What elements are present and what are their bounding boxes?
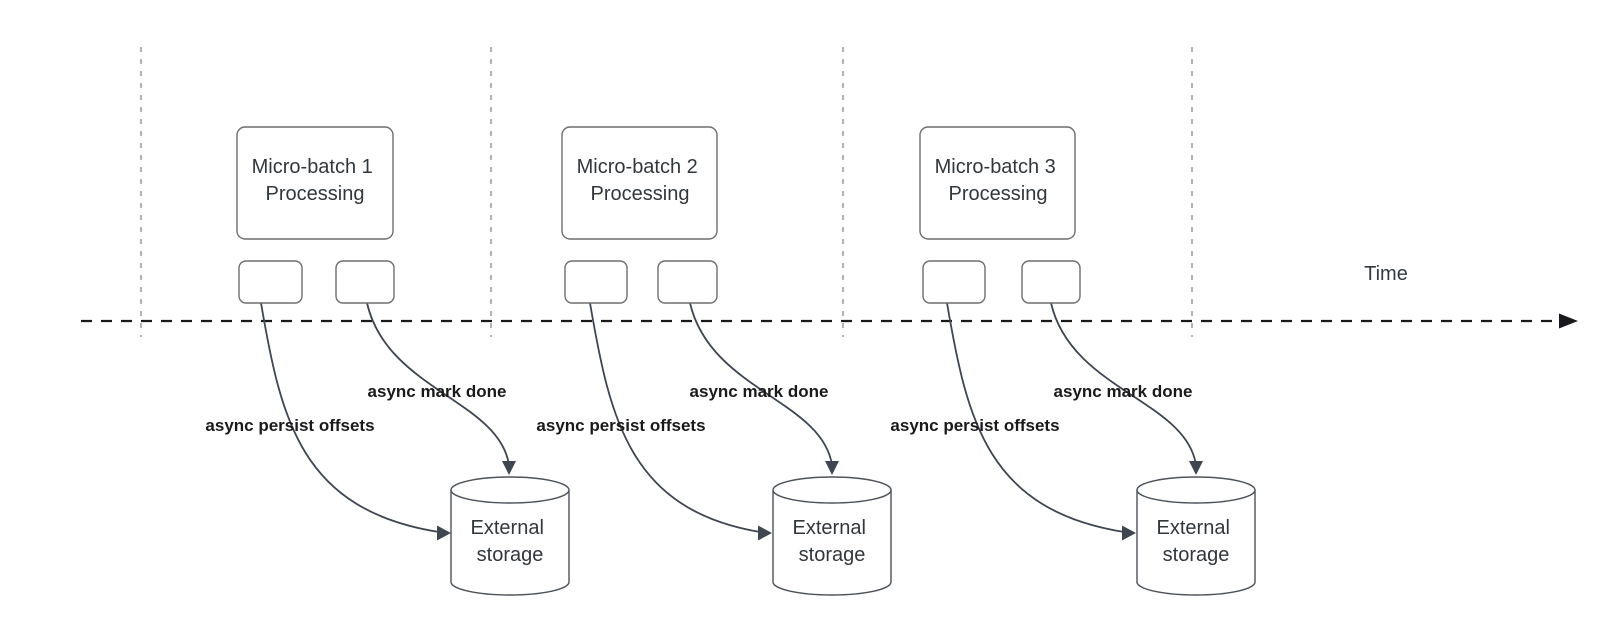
storage-cylinder-body [450, 490, 570, 596]
processing-box-label-line2: Processing [591, 183, 690, 205]
storage-cylinder-body [772, 490, 892, 596]
time-label: Time [1364, 263, 1408, 285]
mark-done-arrowhead-icon [1189, 461, 1203, 475]
processing-box [561, 126, 718, 240]
interval-guide-lines [140, 47, 1193, 337]
offset-task-node [238, 260, 303, 304]
mark-done-label: async mark done [690, 382, 829, 401]
storage-label: External storage [1157, 517, 1236, 566]
microbatch-section-2: Micro-batch 2 Processing External storag… [536, 126, 892, 596]
processing-box [236, 126, 394, 240]
mark-done-label: async mark done [368, 382, 507, 401]
persist-offsets-label: async persist offsets [205, 416, 374, 435]
timeline-arrowhead-icon [1559, 313, 1578, 329]
processing-box-label: Micro-batch 3 Processing [935, 156, 1062, 205]
persist-offsets-arrow [946, 302, 1125, 533]
storage-label: External storage [793, 517, 872, 566]
storage-cylinder-body [1136, 490, 1256, 596]
mark-done-arrow [689, 302, 833, 466]
persist-offsets-arrowhead-icon [1122, 525, 1136, 541]
processing-box-label: Micro-batch 1 Processing [252, 156, 379, 205]
mark-done-arrow [366, 302, 510, 466]
storage-label-line1: External [1157, 517, 1230, 539]
persist-offsets-arrowhead-icon [437, 525, 451, 541]
storage-cylinder-top [1136, 476, 1256, 504]
mark-done-arrow [1050, 302, 1197, 466]
microbatch-section-1: Micro-batch 1 Processing External storag… [205, 126, 570, 596]
persist-offsets-arrowhead-icon [758, 525, 772, 541]
processing-box-label-line1: Micro-batch 1 [252, 156, 373, 178]
offset-task-node [922, 260, 986, 304]
processing-box-label-line1: Micro-batch 2 [577, 156, 698, 178]
offset-task-node [564, 260, 628, 304]
processing-box-label: Micro-batch 2 Processing [577, 156, 704, 205]
processing-box-label-line1: Micro-batch 3 [935, 156, 1056, 178]
persist-offsets-label: async persist offsets [536, 416, 705, 435]
done-task-node [657, 260, 718, 304]
done-task-node [335, 260, 395, 304]
storage-label-line1: External [793, 517, 866, 539]
persist-offsets-label: async persist offsets [890, 416, 1059, 435]
mark-done-arrowhead-icon [502, 461, 516, 475]
storage-cylinder-top [450, 476, 570, 504]
processing-box [919, 126, 1076, 240]
storage-label: External storage [471, 517, 550, 566]
storage-label-line2: storage [1163, 544, 1230, 566]
storage-label-line2: storage [799, 544, 866, 566]
mark-done-arrowhead-icon [825, 461, 839, 475]
microbatch-section-3: Micro-batch 3 Processing External storag… [890, 126, 1256, 596]
processing-box-label-line2: Processing [949, 183, 1048, 205]
done-task-node [1021, 260, 1081, 304]
storage-cylinder-top [772, 476, 892, 504]
persist-offsets-arrow [260, 302, 440, 533]
timeline: Time [81, 263, 1578, 329]
storage-label-line1: External [471, 517, 544, 539]
processing-box-label-line2: Processing [266, 183, 365, 205]
storage-label-line2: storage [477, 544, 544, 566]
mark-done-label: async mark done [1054, 382, 1193, 401]
persist-offsets-arrow [589, 302, 761, 533]
